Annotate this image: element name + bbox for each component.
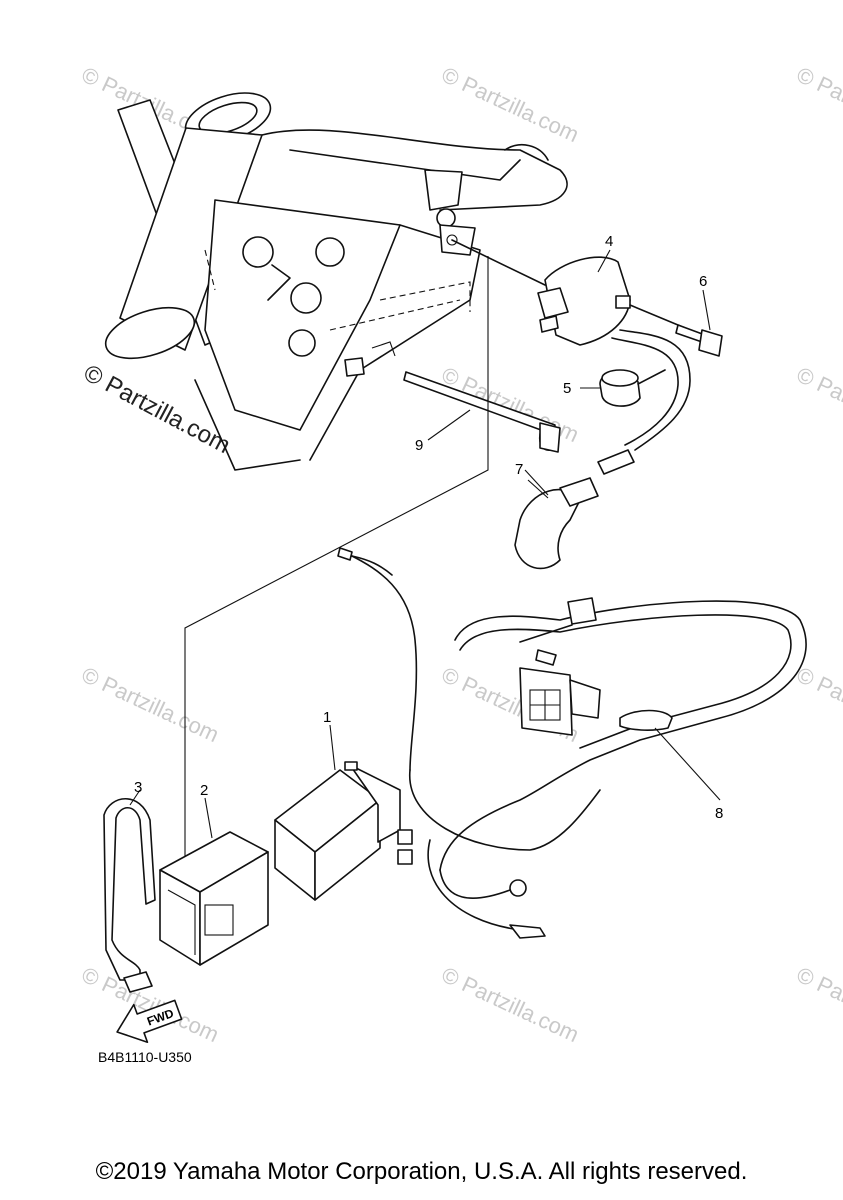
callout-4: 4 [605, 233, 613, 250]
callout-7: 7 [515, 461, 523, 478]
cdi-unit [274, 761, 413, 901]
ignition-coil [451, 239, 691, 346]
high-tension-lead [597, 329, 691, 475]
forward-arrow: FWD [116, 999, 183, 1044]
watermark-text: © Partzilla.com [793, 362, 843, 447]
callout-8: 8 [715, 805, 723, 822]
cdi-cover [159, 831, 269, 966]
callout-leaders [204, 249, 721, 839]
frame-illustration [104, 92, 568, 471]
watermark-text: © Partzilla.com [793, 662, 843, 747]
spark-plug-cap [514, 477, 599, 570]
watermark-text: © Partzilla.com [78, 962, 223, 1047]
leader-line [184, 256, 489, 940]
wire-harness [337, 547, 807, 939]
callout-5: 5 [563, 380, 571, 397]
watermark-primary: © Partzilla.com [79, 359, 234, 459]
copyright-notice: ©2019 Yamaha Motor Corporation, U.S.A. A… [95, 1158, 748, 1185]
watermark-text: © Partzilla.com [78, 662, 223, 747]
mounting-band [103, 789, 156, 993]
callout-6: 6 [699, 273, 707, 290]
callout-9: 9 [415, 437, 423, 454]
callout-1: 1 [323, 709, 331, 726]
ground-lead [403, 371, 561, 453]
watermark-text: © Partzilla.com [438, 962, 583, 1047]
callout-3: 3 [134, 779, 142, 796]
callout-2: 2 [200, 782, 208, 799]
callout-labels: 1 2 3 4 5 6 7 8 9 [134, 233, 723, 822]
watermark-text: © Partzilla.com [793, 962, 843, 1047]
watermark-text: © Partzilla.com [438, 362, 583, 447]
watermark-text: © Partzilla.com [793, 62, 843, 147]
watermark-text: © Partzilla.com [438, 62, 583, 147]
grommet [599, 369, 666, 407]
mounting-bolt [675, 289, 723, 357]
diagram-code: B4B1110-U350 [98, 1049, 192, 1065]
